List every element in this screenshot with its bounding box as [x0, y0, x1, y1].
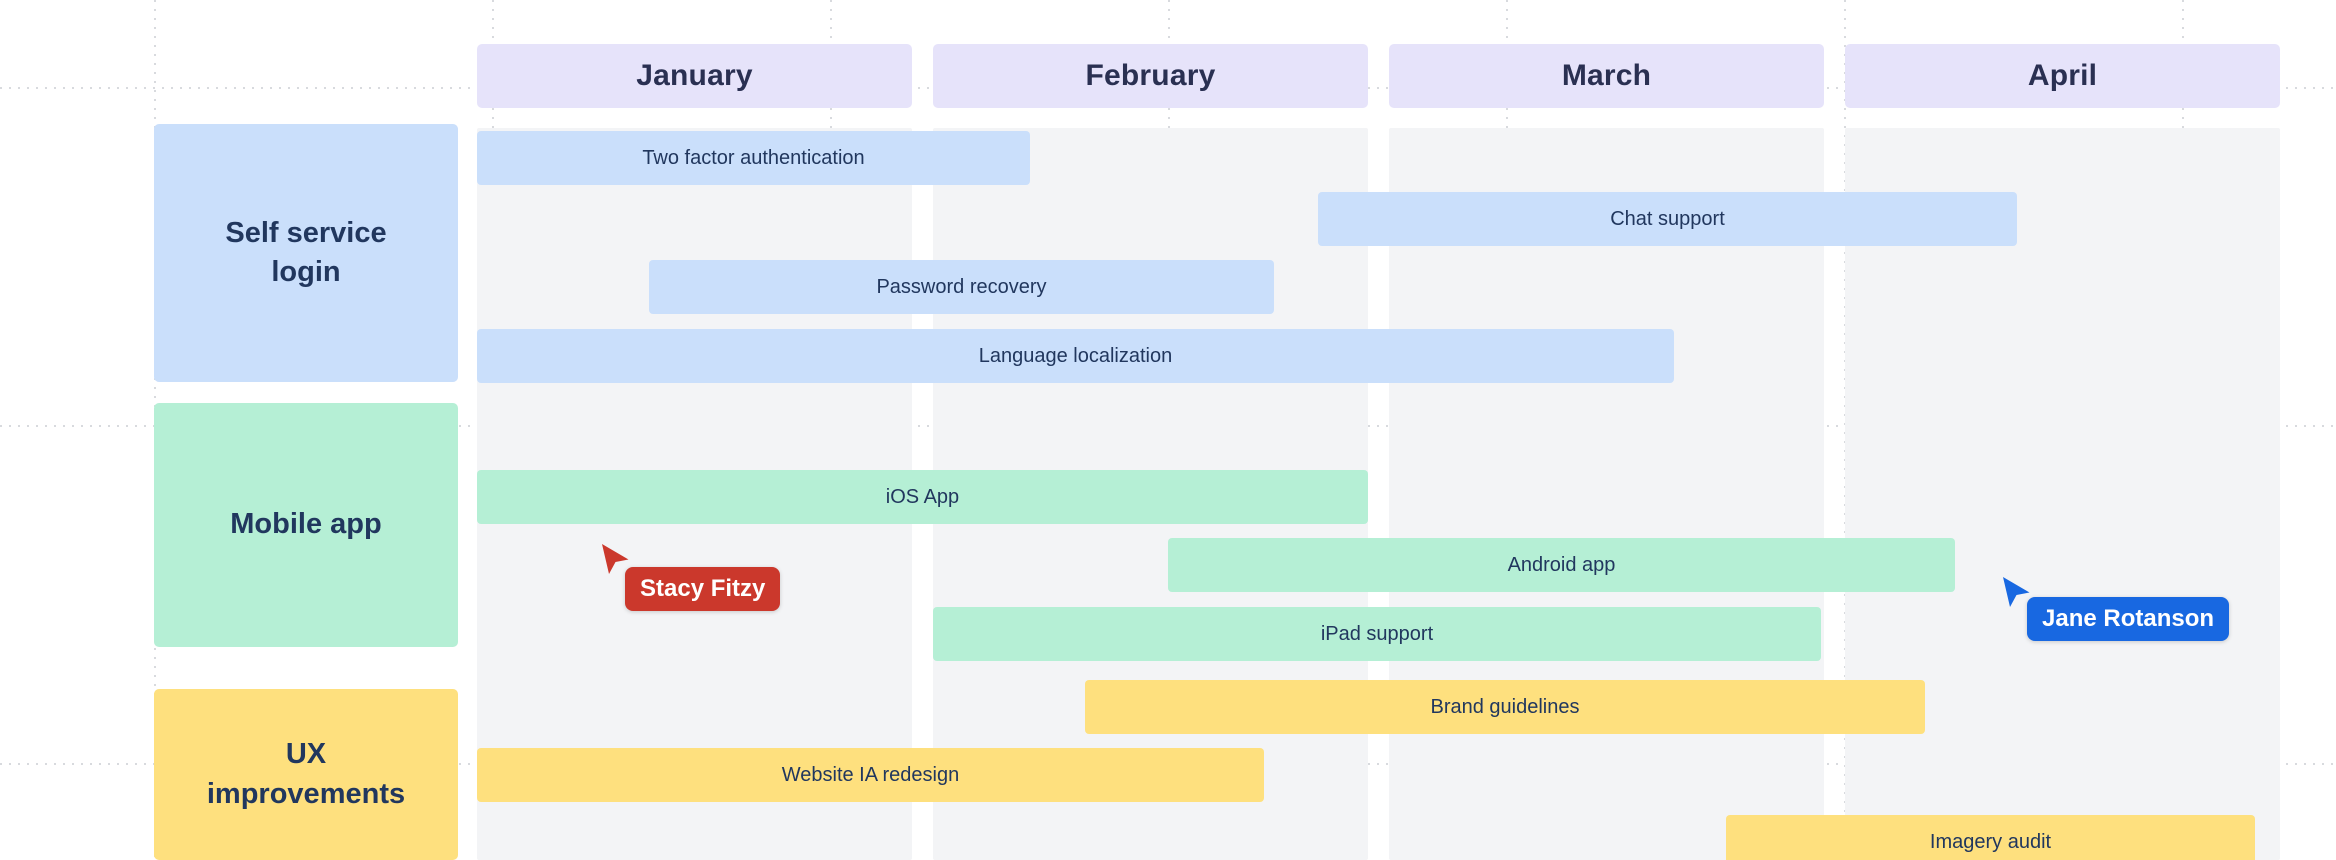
task-bar-website-ia-redesign[interactable]: Website IA redesign: [477, 748, 1264, 802]
cursor-name-label: Stacy Fitzy: [625, 567, 781, 611]
month-column-april: [1845, 128, 2280, 860]
task-bar-password-recovery[interactable]: Password recovery: [649, 260, 1274, 314]
month-header-april[interactable]: April: [1845, 44, 2280, 108]
task-bar-ios-app[interactable]: iOS App: [477, 470, 1368, 524]
month-header-january[interactable]: January: [477, 44, 912, 108]
task-bar-brand-guidelines[interactable]: Brand guidelines: [1085, 680, 1925, 734]
section-label-ux-improvements[interactable]: UX improvements: [154, 689, 458, 860]
task-bar-ipad-support[interactable]: iPad support: [933, 607, 1821, 661]
month-column-march: [1389, 128, 1824, 860]
cursor-pointer-icon: [602, 544, 629, 574]
task-bar-chat-support[interactable]: Chat support: [1318, 192, 2017, 246]
month-header-february[interactable]: February: [933, 44, 1368, 108]
cursor-pointer-icon: [2003, 577, 2030, 607]
task-bar-imagery-audit[interactable]: Imagery audit: [1726, 815, 2255, 860]
month-header-march[interactable]: March: [1389, 44, 1824, 108]
task-bar-two-factor-authentication[interactable]: Two factor authentication: [477, 131, 1030, 185]
section-label-self-service-login[interactable]: Self service login: [154, 124, 458, 382]
section-label-mobile-app[interactable]: Mobile app: [154, 403, 458, 647]
cursor-name-label: Jane Rotanson: [2027, 597, 2230, 641]
task-bar-language-localization[interactable]: Language localization: [477, 329, 1674, 383]
task-bar-android-app[interactable]: Android app: [1168, 538, 1955, 592]
